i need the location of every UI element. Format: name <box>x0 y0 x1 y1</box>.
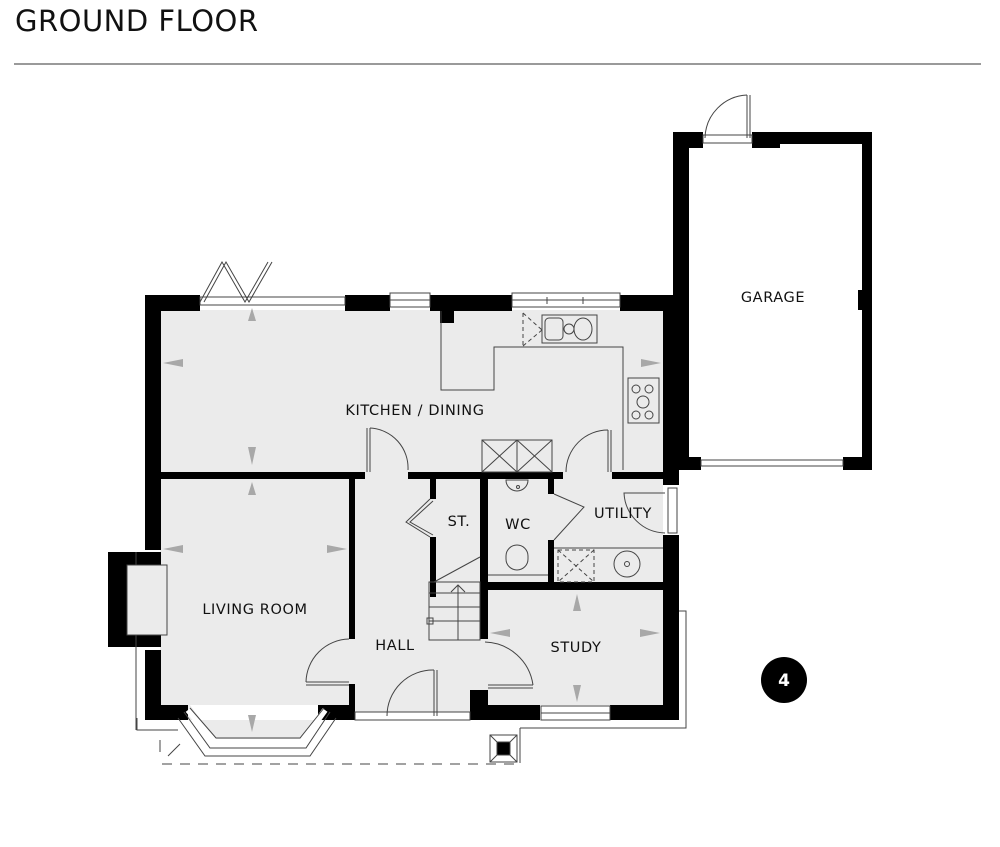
dimension-markers <box>163 308 661 732</box>
room-label-wc: WC <box>505 517 531 533</box>
room-label-living-room: LIVING ROOM <box>202 602 307 618</box>
title-divider <box>14 63 981 65</box>
room-label-hall: HALL <box>375 638 414 654</box>
plot-number: 4 <box>778 671 790 691</box>
room-label-kitchen-dining: KITCHEN / DINING <box>345 403 484 419</box>
walls <box>108 132 872 720</box>
room-label-utility: UTILITY <box>594 506 652 522</box>
room-label-study: STUDY <box>551 640 602 656</box>
openings <box>126 94 844 765</box>
room-label-store: ST. <box>448 514 471 530</box>
plot-number-badge: 4 <box>761 657 807 703</box>
room-label-garage: GARAGE <box>741 290 805 306</box>
page-title: GROUND FLOOR <box>15 4 259 38</box>
